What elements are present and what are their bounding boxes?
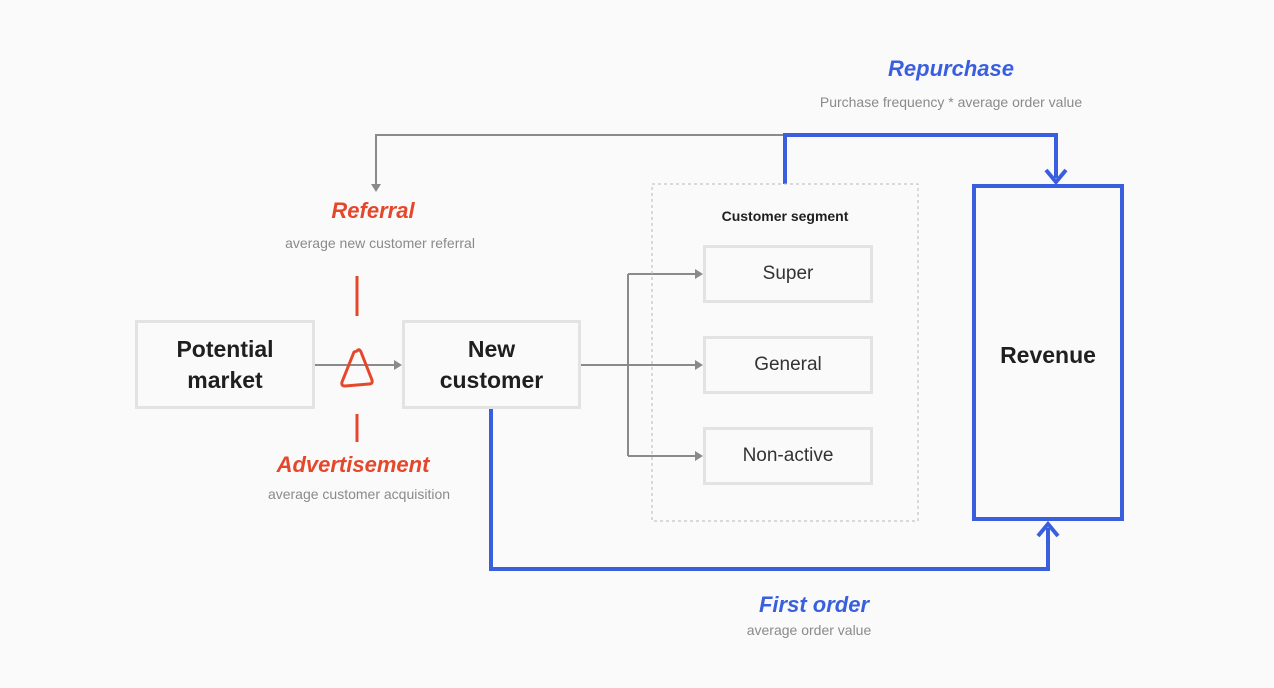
- first-order-title: First order: [758, 592, 870, 617]
- referral-arrowhead: [371, 184, 381, 192]
- customer-segment-title: Customer segment: [721, 208, 849, 224]
- advertisement-title: Advertisement: [276, 452, 430, 477]
- segment-super-node: Super: [703, 245, 873, 303]
- first-order-flow-line: [489, 409, 1050, 571]
- revenue-label: Revenue: [1000, 342, 1096, 368]
- new-customer-node: New customer: [402, 320, 581, 409]
- advertisement-subtitle: average customer acquisition: [267, 486, 451, 502]
- potential-market-label: Potential market: [176, 335, 274, 393]
- segment-super-arrowhead: [695, 269, 703, 279]
- first-order-arrowhead: [1036, 520, 1060, 538]
- referral-title: Referral: [331, 198, 415, 223]
- customer-segment-group: [651, 183, 919, 522]
- potential-market-node: Potential market: [135, 320, 315, 409]
- repurchase-flow-line: [783, 133, 1058, 184]
- segment-general-arrowhead: [695, 360, 703, 370]
- customer-to-segments-connector: [581, 273, 696, 457]
- revenue-node: Revenue: [972, 184, 1124, 521]
- segment-nonactive-label: Non-active: [742, 445, 834, 466]
- new-customer-label: New customer: [439, 335, 544, 393]
- referral-subtitle: average new customer referral: [285, 235, 475, 251]
- market-to-customer-arrowhead: [394, 360, 402, 370]
- segment-general-label: General: [754, 354, 822, 375]
- repurchase-arrowhead: [1044, 168, 1068, 186]
- segment-general-node: General: [703, 336, 873, 394]
- repurchase-title: Repurchase: [888, 56, 1014, 81]
- first-order-subtitle: average order value: [746, 622, 872, 638]
- repurchase-subtitle: Purchase frequency * average order value: [819, 94, 1083, 110]
- referral-feedback-connector: [375, 134, 785, 186]
- segment-nonactive-node: Non-active: [703, 427, 873, 485]
- segment-super-label: Super: [762, 263, 814, 284]
- segment-nonactive-arrowhead: [695, 451, 703, 461]
- delta-icon: [340, 348, 374, 388]
